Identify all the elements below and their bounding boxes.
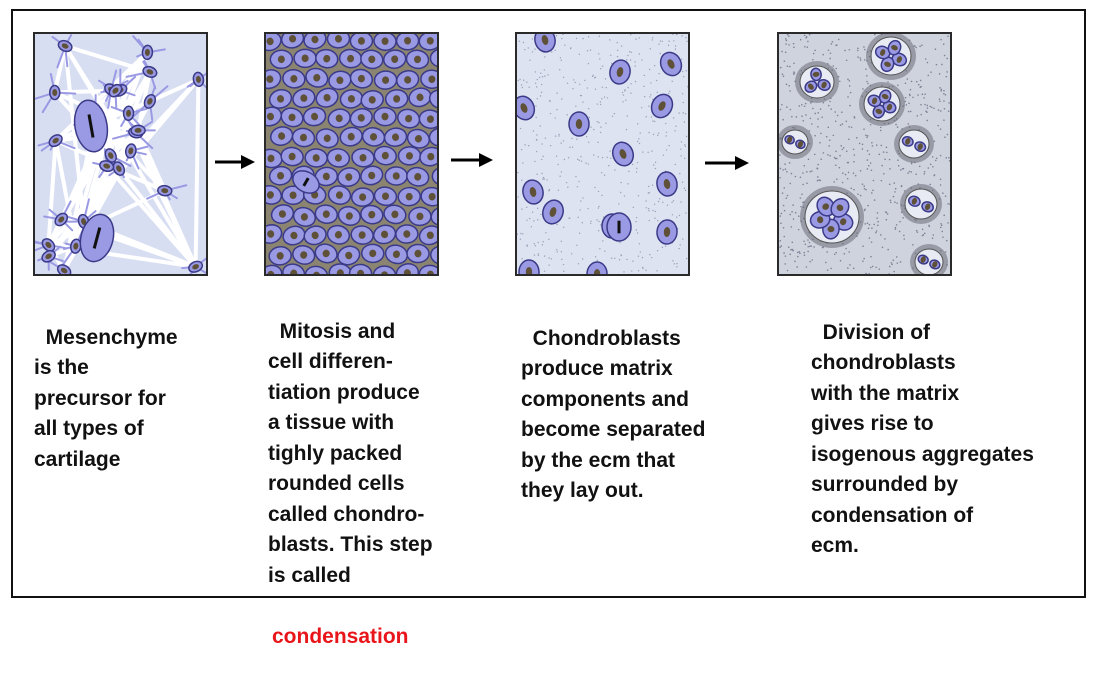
- caption-mesenchyme: Mesenchyme is the precursor for all type…: [34, 292, 178, 475]
- cell: [350, 34, 372, 50]
- cell: [409, 207, 431, 225]
- cell: [374, 107, 397, 126]
- caption-chondroblasts: Chondroblasts produce matrix components …: [521, 293, 705, 507]
- caption-condensation: Mitosis and cell differen- tiation produ…: [268, 286, 433, 683]
- arrow-right-icon: [449, 150, 495, 170]
- arrow-right-icon: [213, 152, 257, 172]
- cell: [361, 244, 384, 263]
- isogenous-illustration: [779, 34, 950, 274]
- cell: [385, 89, 408, 109]
- cell: [607, 213, 631, 241]
- cell: [398, 187, 421, 207]
- cell: [398, 147, 420, 165]
- cell: [385, 167, 407, 185]
- cell: [123, 106, 134, 120]
- cell: [142, 45, 153, 60]
- cell: [50, 85, 60, 99]
- caption-isogenous: Division of chondroblasts with the matri…: [811, 287, 1034, 562]
- mesenchyme-panel: [33, 32, 208, 276]
- caption-text: Division of chondroblasts with the matri…: [811, 321, 1034, 558]
- cell: [374, 70, 397, 89]
- condensation-highlight: condensation: [268, 622, 433, 653]
- chondroblasts-panel: [515, 32, 690, 276]
- caption-text: Chondroblasts produce matrix components …: [521, 327, 705, 503]
- cell: [407, 244, 429, 262]
- cell: [270, 50, 292, 69]
- chondroblasts-illustration: [517, 34, 688, 274]
- cell: [396, 34, 418, 50]
- cell: [569, 112, 589, 136]
- isogenous-panel: [777, 32, 952, 276]
- caption-text: Mitosis and cell differen- tiation produ…: [268, 320, 433, 587]
- cell: [131, 125, 145, 135]
- arrow-right-icon: [703, 153, 751, 173]
- caption-text: Mesenchyme is the precursor for all type…: [34, 326, 178, 471]
- mesenchyme-illustration: [35, 34, 206, 274]
- condensation-illustration: [266, 34, 437, 274]
- cell: [157, 185, 172, 196]
- cell: [395, 224, 418, 244]
- cell: [294, 49, 316, 67]
- condensation-panel: [264, 32, 439, 276]
- cell: [305, 148, 328, 167]
